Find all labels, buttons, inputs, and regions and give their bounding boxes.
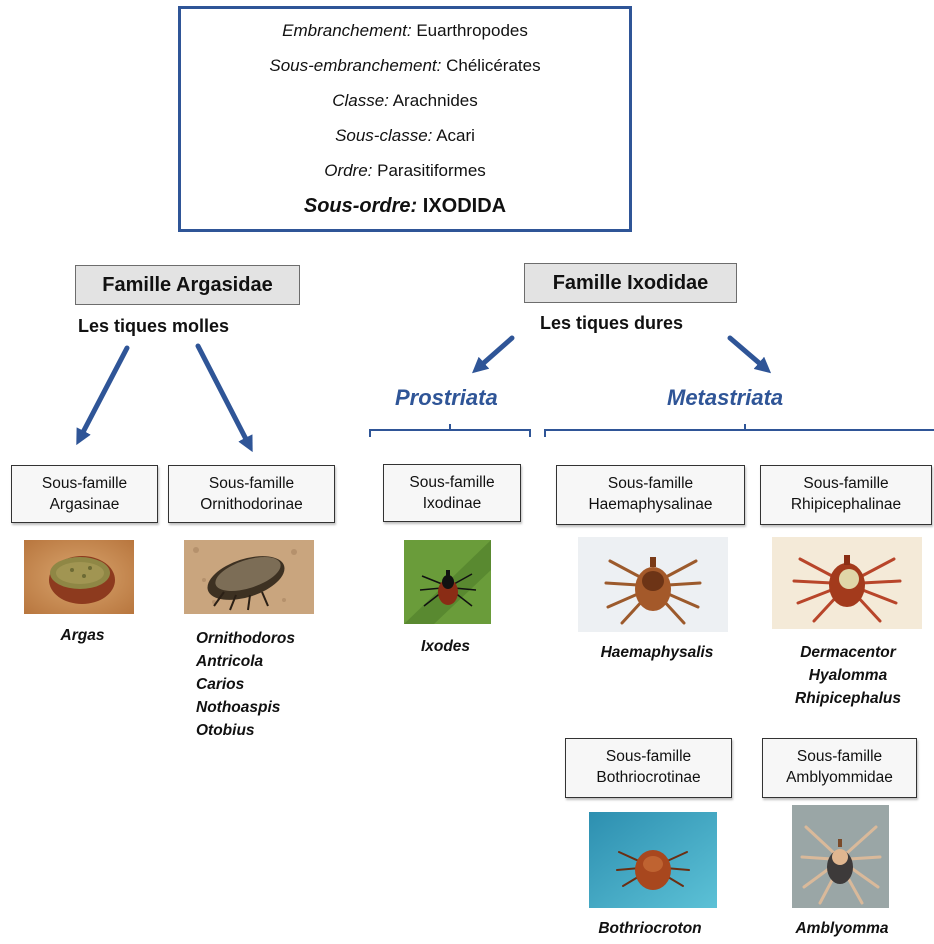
group-prostriata: Prostriata xyxy=(395,385,498,410)
taxonomy-sous-embranchement: Sous-embranchement: Chélicérates xyxy=(269,56,541,75)
ixodes-tick-photo xyxy=(404,540,491,624)
amblyomma-tick-photo xyxy=(792,805,889,908)
family-ixodidae-subtitle: Les tiques dures xyxy=(540,313,684,333)
arrow-to-prostriata xyxy=(472,335,515,374)
bracket-prostriata xyxy=(369,424,531,437)
taxonomy-classe: Classe: Arachnides xyxy=(332,91,478,110)
taxonomy-sous-classe: Sous-classe: Acari xyxy=(335,126,475,145)
taxonomy-box: Embranchement: Euarthropodes Sous-embran… xyxy=(178,6,632,232)
genera-argasinae: Argas xyxy=(60,627,105,644)
family-ixodidae: Famille Ixodidae xyxy=(524,263,737,303)
genera-rhipicephalinae: Dermacentor Hyalomma Rhipicephalus xyxy=(795,644,901,707)
bothriocroton-tick-photo xyxy=(589,812,717,908)
argas-tick-photo xyxy=(24,540,134,614)
family-argasidae-subtitle: Les tiques molles xyxy=(78,316,230,336)
bracket-metastriata xyxy=(544,424,934,437)
genera-amblyommidae: Amblyomma xyxy=(795,920,889,937)
taxonomy-embranchement: Embranchement: Euarthropodes xyxy=(282,21,528,40)
arrow-to-ornithodorinae xyxy=(195,343,253,453)
ornithodoros-tick-photo xyxy=(184,540,314,614)
genera-haemaphysalinae: Haemaphysalis xyxy=(600,644,714,661)
arrow-to-metastriata xyxy=(727,335,772,374)
group-metastriata: Metastriata xyxy=(667,385,784,410)
haemaphysalis-tick-photo xyxy=(578,537,728,632)
arrow-to-argasinae xyxy=(76,345,130,446)
genera-ornithodorinae: Ornithodoros Antricola Carios Nothoaspis… xyxy=(196,630,296,739)
taxonomy-sous-ordre: Sous-ordre: IXODIDA xyxy=(303,195,507,217)
rhipicephalus-tick-photo xyxy=(772,537,922,629)
taxonomy-ordre: Ordre: Parasitiformes xyxy=(324,161,486,180)
family-argasidae: Famille Argasidae xyxy=(75,265,300,305)
genera-bothriocrotinae: Bothriocroton xyxy=(598,920,702,937)
genera-ixodinae: Ixodes xyxy=(420,638,471,655)
